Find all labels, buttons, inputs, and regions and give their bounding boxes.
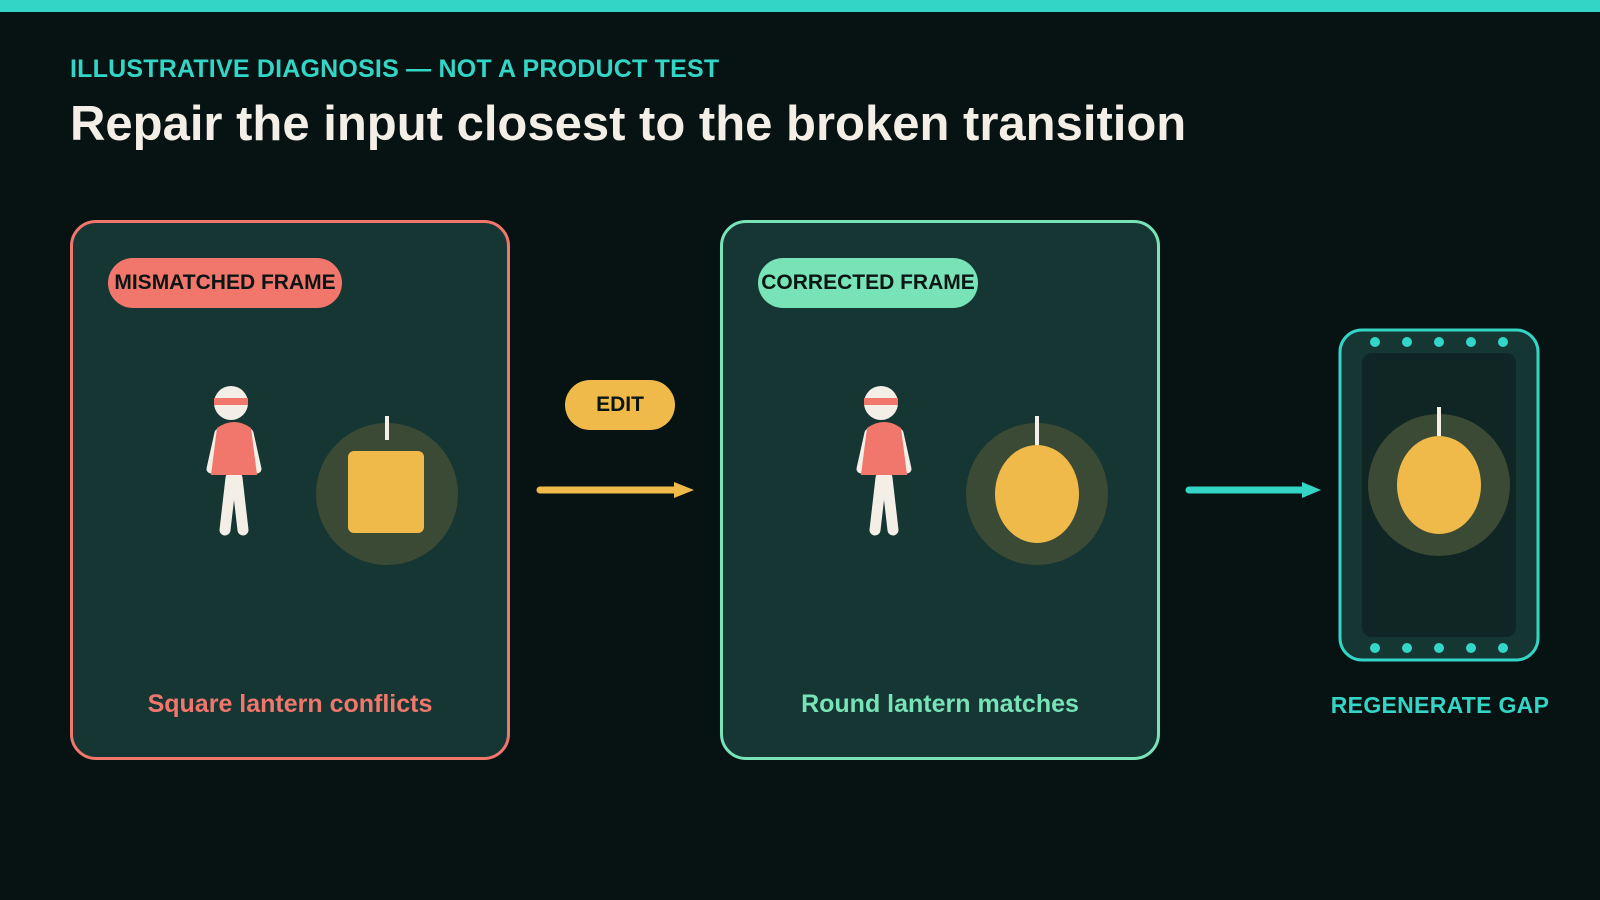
corrected-scene	[856, 386, 1108, 565]
top-accent-bar	[0, 0, 1600, 12]
person-figure-icon	[206, 386, 262, 536]
mismatched-frame-panel: MISMATCHED FRAME Square lantern conflict…	[70, 220, 510, 760]
mismatched-caption: Square lantern conflicts	[147, 690, 433, 718]
corrected-caption: Round lantern matches	[801, 690, 1079, 718]
regenerated-lantern-icon	[1368, 407, 1510, 556]
mismatched-frame-badge: MISMATCHED FRAME	[108, 258, 342, 308]
regenerate-arrow-icon	[1185, 482, 1321, 498]
regenerated-film-frame-icon	[1338, 328, 1540, 662]
diagram-kicker: ILLUSTRATIVE DIAGNOSIS — NOT A PRODUCT T…	[70, 55, 720, 83]
edit-step-badge: EDIT	[565, 380, 675, 430]
corrected-frame-badge: CORRECTED FRAME	[758, 258, 978, 308]
person-figure-icon	[856, 386, 912, 536]
corrected-frame-panel: CORRECTED FRAME Round lantern matches	[720, 220, 1160, 760]
diagram-title: Repair the input closest to the broken t…	[70, 97, 1187, 151]
regenerate-gap-label: REGENERATE GAP	[1330, 692, 1550, 718]
edit-arrow-icon	[536, 482, 694, 498]
mismatched-scene	[206, 386, 458, 565]
square-lantern-icon	[316, 416, 458, 565]
round-lantern-icon	[966, 416, 1108, 565]
